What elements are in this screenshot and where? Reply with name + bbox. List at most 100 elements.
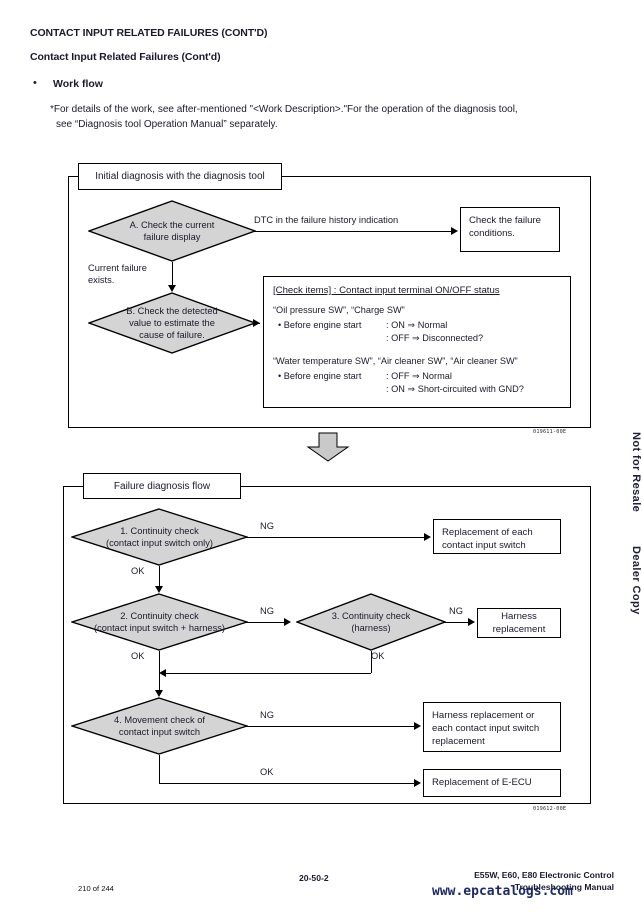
edge-2-ng-arrowhead — [284, 617, 291, 626]
note-line-2: see “Diagnosis tool Operation Manual” se… — [56, 118, 278, 130]
check-items-group-2: “Water temperature SW”, “Air cleaner SW”… — [273, 355, 561, 396]
bullet-marker: • — [33, 77, 37, 89]
result-check-failure-conditions[interactable]: Check the failure conditions. — [460, 207, 560, 252]
check-g1-r1-label: • Before engine start — [278, 319, 362, 330]
edge-label-ok-1: OK — [131, 566, 145, 576]
edge-label-ng-4: NG — [260, 710, 274, 720]
footer-page-number: 20-50-2 — [299, 873, 329, 883]
check-group-2-title: “Water temperature SW”, “Air cleaner SW”… — [273, 355, 518, 366]
edge-3-ok-horizontal — [163, 672, 371, 674]
node-4-movement-check[interactable]: 4. Movement check of contact input switc… — [71, 697, 248, 755]
edge-4-ng-line — [246, 725, 418, 727]
edge-3-ng-line — [444, 621, 472, 623]
check-items-group-1: “Oil pressure SW”, “Charge SW” • Before … — [273, 304, 561, 345]
edge-b-to-check-items-arrowhead — [253, 318, 260, 327]
edge-2-ng-line — [246, 621, 288, 623]
edge-label-ng-3: NG — [449, 606, 463, 616]
edge-label-ok-4: OK — [260, 767, 274, 777]
check-group-2-row-2: : ON ⇒ Short-circuited with GND? — [273, 383, 561, 396]
edge-1-to-2-arrowhead — [154, 586, 163, 593]
flowchart-2-title-text: Failure diagnosis flow — [113, 480, 211, 492]
edge-2-to-4-line — [158, 651, 160, 692]
result-line-1: Check the failure — [469, 215, 541, 226]
result-1-line-2: contact input switch — [442, 540, 526, 552]
result-harness-or-switch-replacement[interactable]: Harness replacement or each contact inpu… — [423, 702, 561, 752]
edge-1-ng-line — [246, 536, 428, 538]
footer-page-of: 210 of 244 — [78, 884, 114, 893]
edge-label-ng-2: NG — [260, 606, 274, 616]
diamond-shape-2 — [71, 593, 248, 651]
edge-a-to-b-arrowhead — [167, 285, 176, 292]
edge-label-dtc: DTC in the failure history indication — [254, 215, 399, 225]
watermark-url: www.epcatalogs.com — [432, 884, 573, 899]
check-panel-spacer — [273, 348, 561, 355]
section-transition-arrow — [306, 432, 350, 462]
result-1-line-1: Replacement of each — [442, 527, 533, 538]
check-group-1-row-1: • Before engine start : ON ⇒ Normal — [273, 319, 561, 332]
result-3-line-1: Harness replacement or — [432, 710, 535, 721]
flowchart-1-title-text: Initial diagnosis with the diagnosis too… — [95, 171, 265, 182]
result-3-line-2: each contact input switch — [432, 723, 540, 735]
node-3-continuity-check-harness[interactable]: 3. Continuity check (harness) — [296, 593, 446, 651]
node-2-continuity-check-switch-harness[interactable]: 2. Continuity check (contact input switc… — [71, 593, 248, 651]
side-text-dealer-copy: Dealer Copy — [630, 546, 642, 615]
diamond-shape-3 — [296, 593, 446, 651]
flowchart-1-title-box: Initial diagnosis with the diagnosis too… — [78, 163, 282, 190]
footer-manual-line-2: Troubleshooting Manual — [514, 881, 614, 892]
page-header-title: CONTACT INPUT RELATED FAILURES (CONT'D) — [30, 27, 268, 39]
check-items-heading: [Check items] : Contact input terminal O… — [273, 285, 500, 296]
fat-down-arrow-icon — [306, 432, 350, 462]
result-2-text: Harness replacement — [493, 610, 546, 636]
diamond-shape-4 — [71, 697, 248, 755]
note-line-1: *For details of the work, see after-ment… — [50, 104, 518, 115]
result-2-line-1: Harness — [501, 610, 537, 622]
edge-label-ok-3: OK — [371, 651, 385, 661]
edge-4-ok-vertical — [158, 755, 160, 783]
edge-1-ng-arrowhead — [424, 532, 431, 541]
edge-2-to-4-arrowhead — [154, 690, 163, 697]
result-replacement-each-contact-input-switch[interactable]: Replacement of each contact input switch — [433, 519, 561, 554]
result-harness-replacement[interactable]: Harness replacement — [477, 608, 561, 638]
edge-label-ng-1: NG — [260, 521, 274, 531]
edge-3-ng-arrowhead — [468, 617, 475, 626]
node-b-check-detected-value[interactable]: B. Check the detected value to estimate … — [88, 292, 256, 354]
node-1-continuity-check-switch-only[interactable]: 1. Continuity check (contact input switc… — [71, 508, 248, 566]
check-g2-r2-label — [278, 383, 386, 396]
edge-3-ok-vertical — [370, 651, 372, 673]
result-replacement-e-ecu[interactable]: Replacement of E-ECU — [423, 769, 561, 797]
check-group-1-title: “Oil pressure SW”, “Charge SW” — [273, 304, 405, 315]
check-g2-r1-value: : OFF ⇒ Normal — [386, 370, 452, 381]
figure-id-flow2: 019612-00E — [533, 806, 567, 812]
check-items-panel: [Check items] : Contact input terminal O… — [263, 276, 571, 408]
side-text-not-for-resale: Not for Resale — [630, 432, 642, 513]
section-title: Contact Input Related Failures (Cont'd) — [30, 51, 221, 63]
work-description-note: *For details of the work, see after-ment… — [50, 103, 610, 132]
edge-a-to-result-arrowhead — [451, 226, 458, 235]
edge-3-ok-arrowhead — [159, 668, 166, 677]
edge-4-ng-arrowhead — [414, 721, 421, 730]
footer-manual-line-1: E55W, E60, E80 Electronic Control — [474, 870, 614, 880]
edge-1-to-2-line — [158, 566, 160, 588]
node-a-check-current-failure[interactable]: A. Check the current failure display — [88, 200, 256, 262]
result-line-2: conditions. — [469, 228, 515, 240]
figure-id-flow1: 019611-00E — [533, 429, 567, 435]
edge-label-current-failure-2: exists. — [88, 275, 115, 285]
check-g2-r2-value: : ON ⇒ Short-circuited with GND? — [386, 383, 524, 394]
result-3-line-3: replacement — [432, 736, 485, 748]
check-g2-r1-label: • Before engine start — [278, 370, 362, 381]
edge-4-ok-horizontal — [158, 782, 419, 784]
result-4-line-1: Replacement of E-ECU — [432, 777, 532, 789]
result-2-line-2: replacement — [492, 624, 546, 635]
edge-a-to-b-line — [171, 262, 173, 287]
check-group-2-row-1: • Before engine start : OFF ⇒ Normal — [273, 370, 561, 383]
diamond-shape-a — [88, 200, 256, 262]
edge-4-ok-arrowhead — [414, 778, 421, 787]
check-g1-r2-value: : OFF ⇒ Disconnected? — [386, 332, 484, 343]
check-g1-r1-value: : ON ⇒ Normal — [386, 319, 448, 330]
diamond-shape-1 — [71, 508, 248, 566]
edge-label-ok-2: OK — [131, 651, 145, 661]
check-group-1-row-2: : OFF ⇒ Disconnected? — [273, 332, 561, 345]
footer-manual-info: E55W, E60, E80 Electronic Control Troubl… — [474, 870, 614, 893]
edge-a-to-result-line — [252, 230, 455, 232]
